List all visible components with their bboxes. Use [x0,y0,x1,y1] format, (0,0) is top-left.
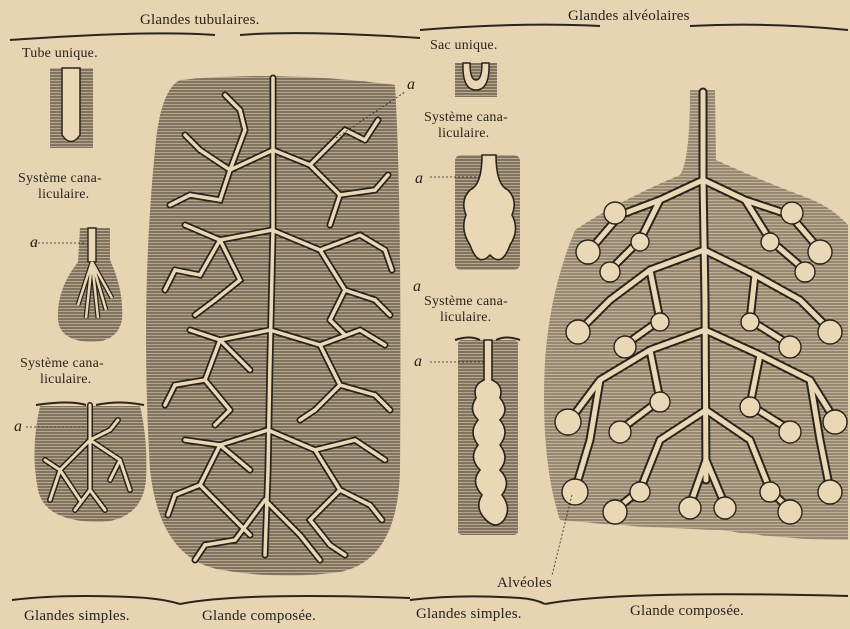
tube-unique-diagram [50,68,93,148]
label-alveoles: Alvéoles [497,575,552,591]
label-a-1: a [30,234,38,252]
compound-alveolar-gland [544,90,848,575]
header-bracket-tubular [10,33,420,40]
label-canalicular-1-line2: liculaire. [38,187,89,203]
canalicular-gland-small-2 [26,403,146,523]
header-bracket-alveolar [420,25,848,30]
canalicular-gland-small-1 [30,228,122,342]
label-canalicular-4-line2: liculaire. [440,310,491,326]
footer-compound-gland-1: Glande composée. [202,608,316,624]
label-a-6: a [414,353,422,371]
footer-simple-glands-2: Glandes simples. [416,606,522,622]
label-a-2: a [14,418,22,436]
single-sac-diagram [455,63,497,97]
label-canalicular-2-line1: Système cana- [20,356,104,372]
top-text-strip [0,0,850,6]
label-canalicular-4-line1: Système cana- [424,294,508,310]
alveolar-gland-small-2 [430,338,520,536]
alveolar-gland-small-1 [430,155,520,270]
label-canalicular-3-line2: liculaire. [438,126,489,142]
label-a-5: a [413,278,421,296]
label-canalicular-2-line2: liculaire. [40,372,91,388]
label-canalicular-3-line1: Système cana- [424,110,508,126]
compound-tubular-gland [146,76,405,576]
label-a-3: a [407,76,415,94]
label-tube-unique: Tube unique. [22,46,98,62]
label-sac-unique: Sac unique. [430,38,498,54]
header-tubular-glands: Glandes tubulaires. [140,12,260,28]
header-alveolar-glands: Glandes alvéolaires [568,8,690,24]
label-canalicular-1-line1: Système cana- [18,171,102,187]
footer-compound-gland-2: Glande composée. [630,603,744,619]
footer-simple-glands-1: Glandes simples. [24,608,130,624]
label-a-4: a [415,170,423,188]
